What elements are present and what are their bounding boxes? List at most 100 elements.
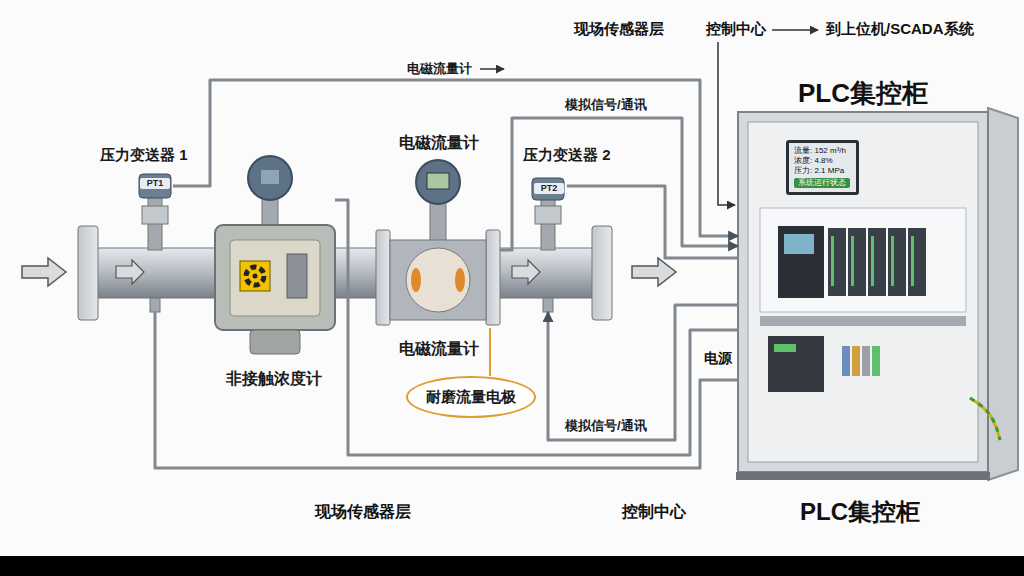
radiation-symbol	[253, 274, 258, 279]
pressure-transmitter: 压力变送器 2PT2	[531, 177, 567, 312]
callout-text: 耐磨流量电极	[426, 388, 516, 407]
signal-label: 电磁流量计	[405, 60, 474, 78]
screen-reading: 浓度: 4.8%	[794, 156, 850, 166]
cabinet-base	[736, 472, 990, 480]
density-meter	[215, 156, 335, 354]
leader-line	[489, 328, 491, 376]
io-module	[908, 228, 926, 296]
module-strip	[871, 236, 874, 286]
tag-number: PT1	[140, 178, 170, 189]
terminal-block	[842, 346, 850, 376]
flange	[486, 230, 500, 325]
io-module	[888, 228, 906, 296]
instrument-name: 压力变送器 1	[100, 146, 188, 165]
instrument-name: 压力变送器 2	[523, 146, 611, 165]
instrument-name: 非接触浓度计	[213, 369, 335, 390]
manifold	[535, 206, 561, 224]
signal-cable	[567, 186, 738, 258]
cpu-display	[784, 234, 814, 254]
instrument-name: 电磁流量计	[378, 133, 500, 154]
signal-cable	[335, 200, 738, 455]
electrode	[411, 268, 421, 292]
power-label: 电源	[704, 350, 732, 368]
module-strip	[831, 236, 834, 286]
radiation-symbol	[246, 267, 264, 285]
bottom-cap	[250, 330, 300, 354]
flange	[592, 226, 612, 320]
screen-reading: 流量: 152 m³/h	[794, 146, 850, 156]
screen-reading: 压力: 2.1 MPa	[794, 166, 850, 176]
manifold	[142, 206, 168, 224]
flow-arrow	[22, 258, 66, 286]
cabinet-label: PLC集控柜	[800, 496, 920, 528]
flow-arrow	[512, 260, 540, 284]
tag-number: PT2	[534, 183, 564, 194]
transmitter-housing	[139, 174, 171, 198]
bottom-band	[0, 556, 1024, 576]
io-module	[828, 228, 846, 296]
layer-label: 现场传感器层	[315, 502, 411, 523]
cabinet-body	[738, 112, 988, 472]
hmi-screen: 流量: 152 m³/h浓度: 4.8%压力: 2.1 MPa 系统运行状态	[786, 140, 859, 195]
direction-arrow	[480, 68, 504, 70]
pipe-tap	[543, 298, 553, 312]
signal-label: 模拟信号/通讯	[563, 417, 649, 435]
layer-label: 现场传感器层	[574, 20, 664, 39]
magnetic-flowmeter: 电磁流量计电磁流量计	[378, 150, 500, 328]
power-supply	[768, 336, 824, 392]
control-line	[718, 42, 735, 205]
meter-body	[390, 240, 486, 320]
flow-arrow	[632, 258, 676, 286]
transmitter-head	[416, 160, 460, 204]
magnetic-flowmeter	[376, 160, 500, 325]
flow-arrow	[116, 260, 144, 284]
terminal-block	[852, 346, 860, 376]
terminal-block	[862, 346, 870, 376]
signal-label: 模拟信号/通讯	[563, 96, 649, 114]
system-label: 到上位机/SCADA系统	[826, 20, 974, 39]
signal-cable	[173, 80, 738, 236]
pipe-tap	[150, 298, 160, 312]
ground-wire	[970, 398, 1000, 440]
callout-oval: 耐磨流量电极	[406, 376, 536, 418]
module-strip	[891, 236, 894, 286]
pressure-transmitter-2	[532, 178, 564, 312]
pressure-transmitter-1	[139, 174, 171, 312]
layer-label: 控制中心	[706, 20, 766, 39]
status-button: 系统运行状态	[794, 178, 850, 188]
direction-arrow	[772, 29, 818, 31]
pressure-transmitter: 压力变送器 1PT1	[137, 172, 173, 312]
radiation-source	[240, 261, 270, 291]
head-stem	[430, 200, 446, 242]
meter-housing	[215, 225, 335, 330]
module-strip	[851, 236, 854, 286]
io-module	[868, 228, 886, 296]
plc-cabinet-drawing	[736, 108, 1018, 480]
signal-cable	[500, 118, 738, 250]
terminal-block	[872, 346, 880, 376]
signal-cable	[548, 305, 738, 440]
measuring-tube	[406, 248, 470, 312]
cabinet-title: PLC集控柜	[738, 76, 988, 111]
detector	[287, 254, 307, 298]
transmitter-head	[248, 156, 292, 200]
flange	[376, 230, 390, 325]
cabinet-inner	[748, 122, 978, 462]
cable-duct	[760, 316, 966, 326]
module-strip	[911, 236, 914, 286]
transmitter-housing	[532, 178, 564, 200]
ground-wire	[970, 398, 1000, 440]
mounting-plate	[760, 208, 966, 312]
density-meter: 非接触浓度计	[213, 152, 335, 332]
flange	[78, 226, 98, 320]
io-module	[848, 228, 866, 296]
display	[427, 173, 449, 189]
instrument-name: 电磁流量计	[378, 339, 500, 360]
pipe	[95, 248, 595, 298]
plc-cabinet: PLC集控柜流量: 152 m³/h浓度: 4.8%压力: 2.1 MPa系统运…	[738, 112, 988, 472]
head-window	[261, 170, 279, 184]
cutaway	[230, 240, 320, 316]
psu-label	[774, 344, 796, 352]
plc-cpu	[778, 226, 824, 298]
